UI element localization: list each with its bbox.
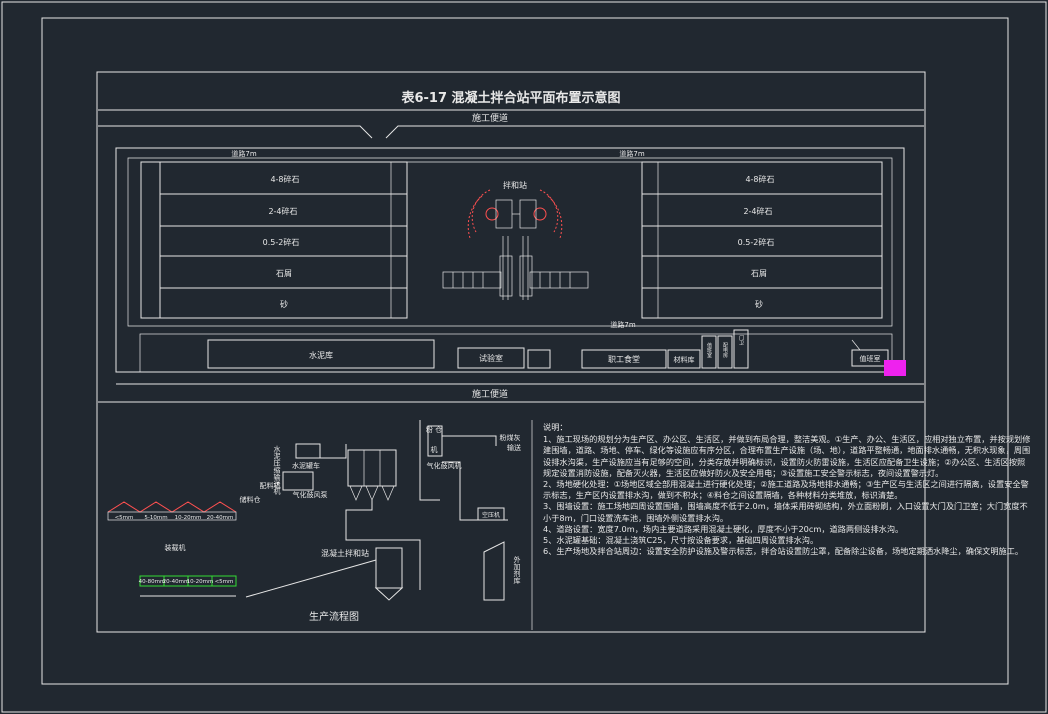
drawing-border (41, 17, 1009, 685)
note-6: 6、生产场地及拌合站周边：设置安全防护设施及警示标志，拌合站设置防尘罩，配备除尘… (543, 546, 1024, 557)
left-bin-4: 石屑 (276, 269, 292, 278)
building-material-store: 材料库 (674, 355, 695, 364)
building-small-1: 值班室 (706, 342, 712, 358)
grade-bottom-3: 10-20mm (187, 579, 214, 585)
left-bin-2: 2-4碎石 (268, 206, 297, 216)
notes-block: 说明： 1、施工现场的规划分为生产区、办公区、生活区，并做到布局合理，整洁美观。… (543, 422, 1031, 557)
grade-top-1: <5mm (115, 515, 134, 521)
flow-caption: 生产流程图 (309, 610, 359, 623)
flow-machine: 机 (431, 445, 438, 454)
grade-top-3: 10-20mm (175, 515, 202, 521)
note-5: 5、水泥罐基础：混凝土浇筑C25，尺寸按设备要求，基础四周设置排水沟。 (543, 535, 819, 546)
flow-admix: 外加剂库 (513, 555, 521, 585)
right-bin-1: 4-8碎石 (745, 174, 774, 184)
bottom-buildings: 水泥库 试验室 职工食堂 材料库 值班室 配电房 门卫 值班室 (139, 329, 906, 376)
gate-marker (884, 360, 906, 376)
inner-road-boundary (127, 157, 893, 327)
flow-cement-silo: 水泥罐车 (292, 461, 320, 470)
building-water-pool: 水泥库 (309, 350, 333, 360)
building-canteen: 职工食堂 (608, 354, 640, 364)
grade-top-2: 5-10mm (144, 515, 167, 521)
flow-pneumatic: 气化鼓风机 (427, 461, 462, 470)
top-road-label: 施工便道 (472, 112, 508, 124)
building-small-2: 配电房 (722, 343, 728, 359)
grade-bottom-1: 40-80mm (139, 579, 166, 585)
top-road-lower-edge (98, 125, 924, 139)
mixing-plant: 拌和站 (407, 161, 642, 300)
flow-vertical-label: 水泥压缩输送机 (273, 445, 281, 496)
building-small-3: 门卫 (738, 334, 744, 345)
building-gatehouse: 值班室 (860, 354, 881, 363)
right-bin-5: 砂 (755, 299, 763, 309)
grade-top-4: 20-40mm (207, 515, 234, 521)
production-flow-diagram: 粉 仓 机 粉煤灰 输送 气化鼓风机 空压机 水泥罐车 气化鼓风泵 水泥压缩输送… (107, 420, 521, 623)
flow-tank: 空压机 (482, 511, 500, 519)
right-bin-2: 2-4碎石 (743, 206, 772, 216)
left-bin-1: 4-8碎石 (270, 174, 299, 184)
flow-silo: 粉 仓 (426, 425, 442, 434)
building-lab: 试验室 (479, 353, 503, 363)
grades-top-label: 储料仓 (240, 495, 261, 504)
flow-feeder: 配料机 (260, 481, 281, 490)
left-aggregate-bins: 4-8碎石 2-4碎石 0.5-2碎石 石屑 砂 (140, 161, 408, 319)
flow-loader: 装载机 (165, 543, 186, 552)
grade-bottom-4: <5mm (215, 579, 234, 585)
note-3: 3、围墙设置：施工场地四周设置围墙，围墙高度不低于2.0m，墙体采用砖砌结构，外… (543, 501, 1028, 523)
note-2: 2、场地硬化处理：①场地区域全部用混凝土进行硬化处理；②施工道路及场地排水通畅；… (543, 479, 1029, 501)
flow-mixer: 混凝土拌和站 (321, 548, 369, 558)
road-label-top-left: 道路7m (231, 149, 256, 158)
plant-label: 拌和站 (503, 180, 527, 190)
flow-transport: 输送 (507, 443, 521, 452)
left-bin-5: 砂 (280, 299, 288, 309)
note-1: 1、施工现场的规划分为生产区、办公区、生活区，并做到布局合理，整洁美观。①生产、… (543, 434, 1031, 478)
right-bin-4: 石屑 (751, 269, 767, 278)
flow-pneumatic-2: 气化鼓风泵 (293, 490, 328, 499)
road-label-middle: 道路7m (610, 320, 635, 329)
right-aggregate-bins: 4-8碎石 2-4碎石 0.5-2碎石 石屑 砂 (641, 161, 883, 319)
notes-heading: 说明： (543, 422, 568, 432)
road-label-top-right: 道路7m (619, 149, 644, 158)
drawing-title: 表6-17 混凝土拌合站平面布置示意图 (400, 90, 620, 106)
left-bin-3: 0.5-2碎石 (263, 237, 300, 247)
sheet-frame (96, 71, 926, 633)
note-4: 4、道路设置：宽度7.0m，场内主要道路采用混凝土硬化，厚度不小于20cm，道路… (543, 523, 904, 534)
grade-bottom-2: 20-40mm (163, 579, 190, 585)
flow-dust: 粉煤灰 (500, 433, 521, 442)
right-bin-3: 0.5-2碎石 (738, 237, 775, 247)
bottom-road-label: 施工便道 (472, 388, 508, 400)
